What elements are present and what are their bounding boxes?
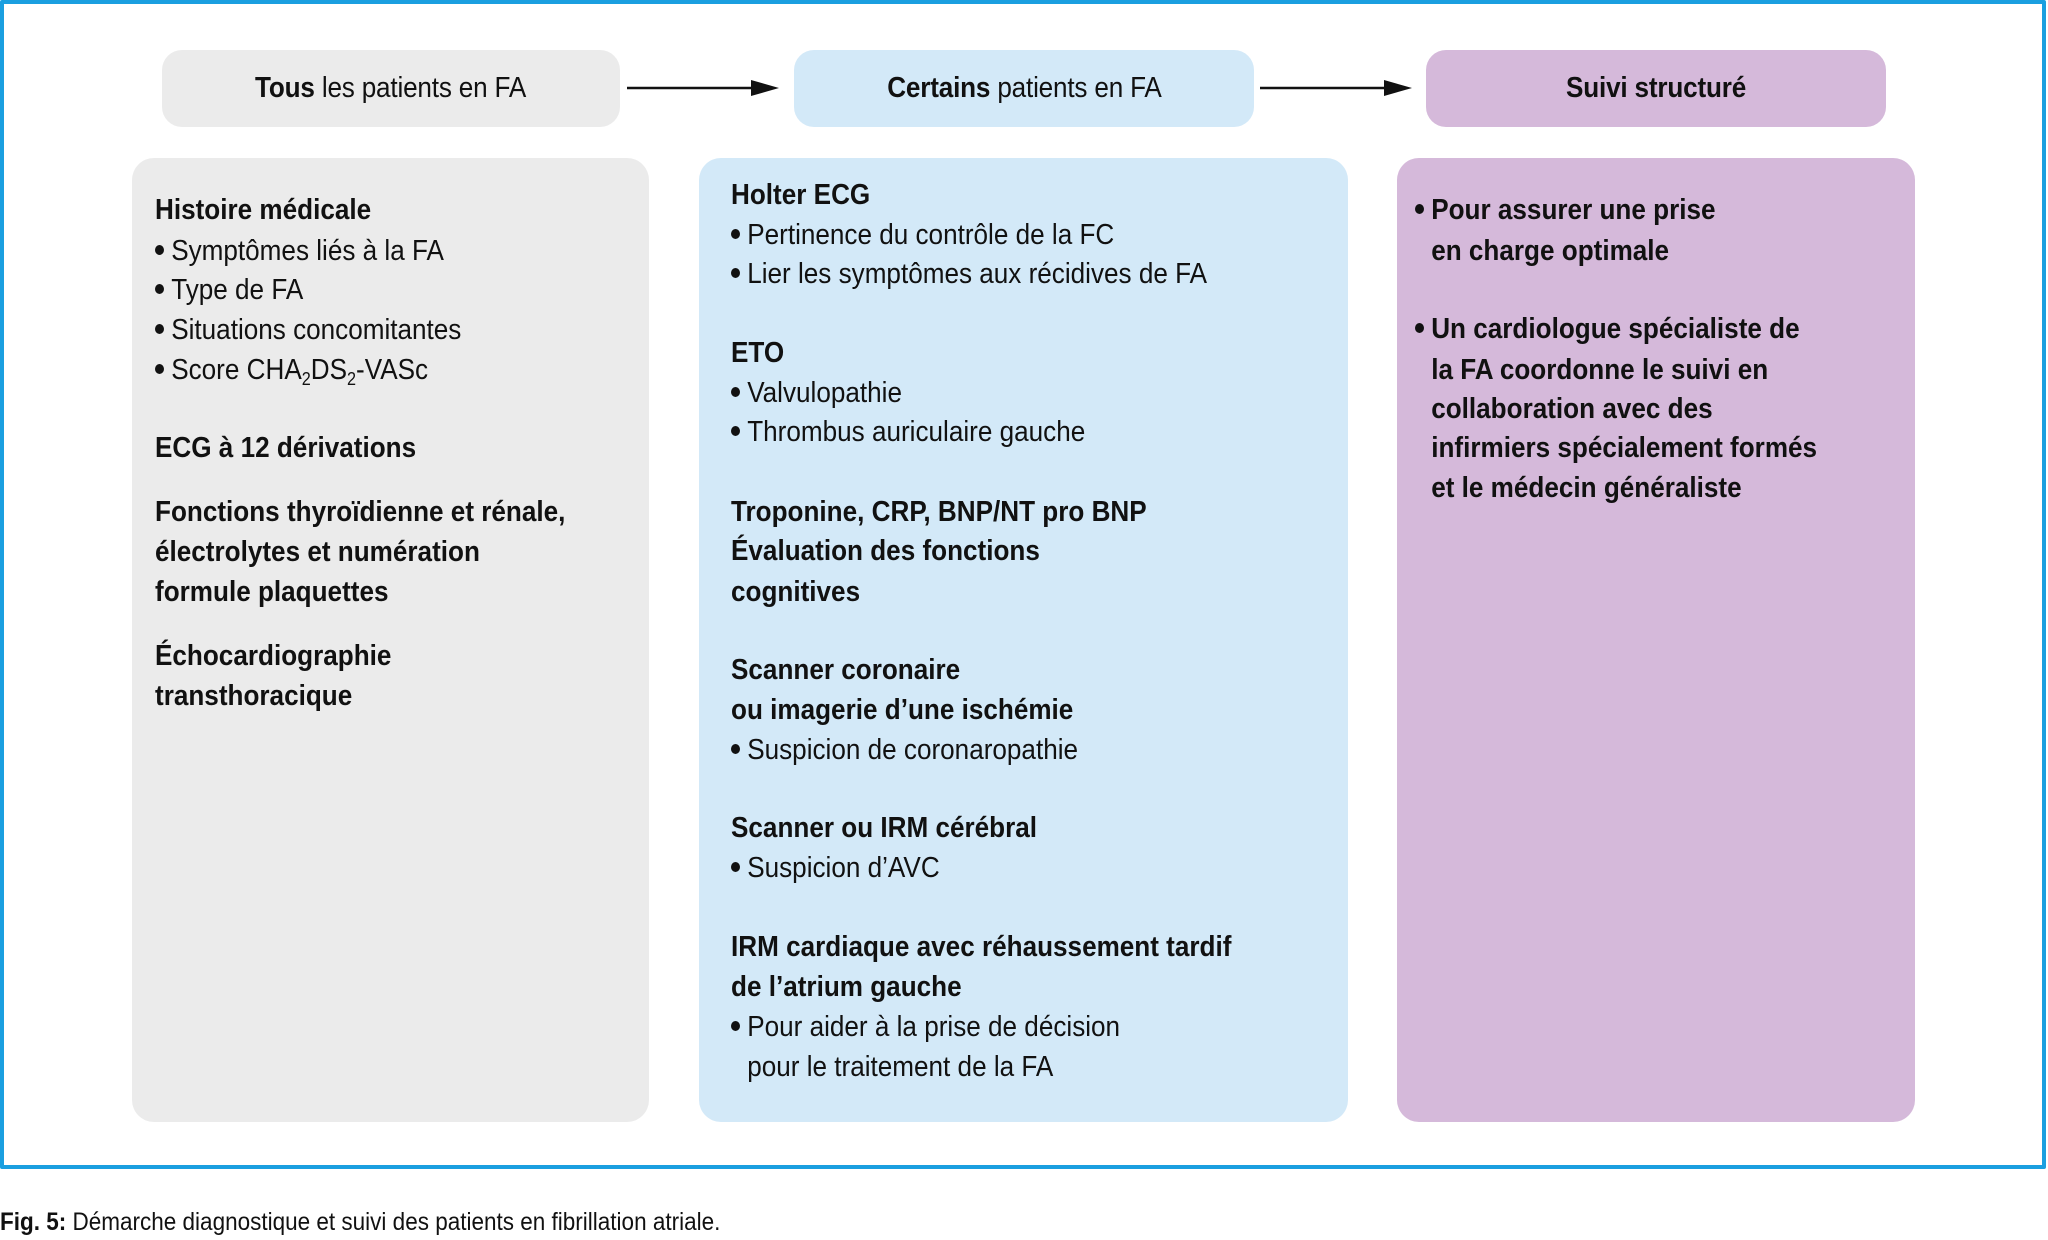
list-item: Valvulopathie: [731, 373, 902, 413]
arrow-right-icon: [1260, 80, 1412, 96]
list-item: Pour aider à la prise de décision: [731, 1007, 1120, 1047]
follow-up-panel: [1397, 158, 1915, 1122]
coronary-title: ou imagerie d’une ischémie: [731, 694, 1074, 726]
list-item: Un cardiologue spécialiste de: [1415, 309, 1800, 349]
list-item: Suspicion d’AVC: [731, 848, 940, 888]
eto-title: ETO: [731, 337, 785, 369]
header-follow-bold: Suivi structuré: [1565, 72, 1747, 104]
bullet-icon: [155, 284, 164, 295]
bullet-icon: [731, 426, 740, 437]
list-item: Thrombus auriculaire gauche: [731, 412, 1085, 452]
bullet-icon: [731, 268, 740, 279]
header-some-patients: Certains patients en FA: [794, 50, 1254, 127]
list-item: Pour assurer une prise: [1415, 190, 1716, 230]
holter-title: Holter ECG: [731, 179, 871, 211]
biomarkers-line: cognitives: [731, 576, 861, 608]
ecg-title: ECG à 12 dérivations: [155, 432, 417, 464]
biomarkers-line: Troponine, CRP, BNP/NT pro BNP: [731, 496, 1147, 528]
list-item: Type de FA: [155, 270, 303, 310]
list-item: Suspicion de coronaropathie: [731, 730, 1078, 770]
list-item-score: Score CHA2DS2-VASc: [155, 350, 428, 390]
labs-line: formule plaquettes: [155, 576, 389, 608]
echo-line: transthoracique: [155, 680, 353, 712]
some-patients-panel: [699, 158, 1348, 1122]
header-some-rest: patients en FA: [989, 72, 1162, 104]
list-item-continuation: collaboration avec des: [1431, 393, 1713, 425]
list-item-continuation: pour le traitement de la FA: [747, 1051, 1054, 1083]
header-some-bold: Certains: [886, 72, 990, 104]
list-item-continuation: la FA coordonne le suivi en: [1431, 354, 1769, 386]
caption-label: Fig. 5:: [0, 1208, 67, 1236]
bullet-icon: [731, 744, 740, 755]
bullet-icon: [155, 324, 164, 335]
list-item: Symptômes liés à la FA: [155, 231, 444, 271]
brain-title: Scanner ou IRM cérébral: [731, 812, 1038, 844]
header-all-bold: Tous: [255, 72, 316, 104]
labs-line: électrolytes et numération: [155, 536, 480, 568]
list-item: Situations concomitantes: [155, 310, 461, 350]
list-item: Pertinence du contrôle de la FC: [731, 215, 1114, 255]
header-structured-follow-up: Suivi structuré: [1426, 50, 1886, 127]
coronary-title: Scanner coronaire: [731, 654, 961, 686]
figure-caption: Fig. 5: Démarche diagnostique et suivi d…: [0, 1208, 720, 1237]
biomarkers-line: Évaluation des fonctions: [731, 535, 1040, 567]
labs-line: Fonctions thyroïdienne et rénale,: [155, 496, 566, 528]
bullet-icon: [731, 229, 740, 240]
arrow-right-icon: [627, 80, 779, 96]
cmr-title: IRM cardiaque avec réhaussement tardif: [731, 931, 1232, 963]
history-title: Histoire médicale: [155, 194, 372, 226]
bullet-icon: [155, 364, 164, 375]
all-patients-panel: [132, 158, 649, 1122]
list-item-continuation: en charge optimale: [1431, 235, 1670, 267]
list-item-continuation: et le médecin généraliste: [1431, 472, 1742, 504]
echo-line: Échocardiographie: [155, 640, 392, 672]
list-item-continuation: infirmiers spécialement formés: [1431, 432, 1818, 464]
bullet-icon: [1415, 204, 1424, 215]
bullet-icon: [155, 245, 164, 256]
cmr-title: de l’atrium gauche: [731, 971, 962, 1003]
header-all-patients: Tous les patients en FA: [162, 50, 620, 127]
header-all-rest: les patients en FA: [315, 72, 527, 104]
bullet-icon: [1415, 323, 1424, 334]
caption-text: Démarche diagnostique et suivi des patie…: [66, 1208, 721, 1236]
list-item: Lier les symptômes aux récidives de FA: [731, 254, 1207, 294]
bullet-icon: [731, 862, 740, 873]
bullet-icon: [731, 387, 740, 398]
bullet-icon: [731, 1021, 740, 1032]
